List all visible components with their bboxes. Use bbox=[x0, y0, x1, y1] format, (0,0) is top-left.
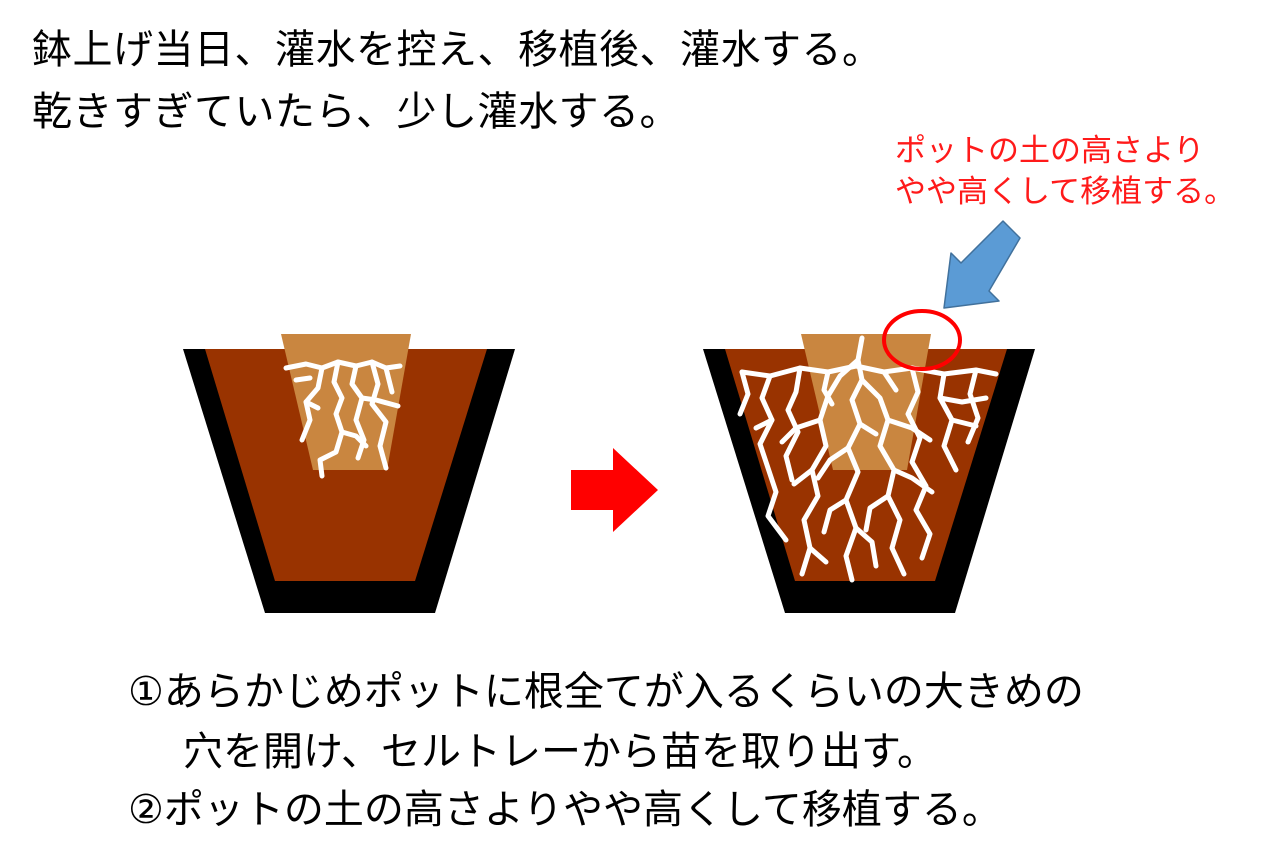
pot-before bbox=[183, 334, 515, 613]
pot-after bbox=[703, 334, 1035, 613]
pointer-arrow bbox=[943, 220, 1021, 309]
callout-line-1: ポットの土の高さより bbox=[895, 133, 1205, 169]
pot-before-roots bbox=[283, 359, 403, 479]
step-2: ②ポットの土の高さよりやや高くして移植する。 bbox=[128, 787, 1002, 833]
highlight-circle bbox=[882, 309, 962, 371]
headline-line-2: 乾きすぎていたら、少し灌水する。 bbox=[32, 89, 680, 135]
step-1-line-2: 穴を開け、セルトレーから苗を取り出す。 bbox=[183, 729, 937, 775]
callout-line-2: やや高くして移植する。 bbox=[895, 174, 1236, 210]
pot-after-roots bbox=[737, 335, 999, 583]
headline-line-1: 鉢上げ当日、灌水を控え、移植後、灌水する。 bbox=[32, 27, 883, 73]
step-1-line-1: ①あらかじめポットに根全てが入るくらいの大きめの bbox=[128, 669, 1084, 715]
transition-arrow bbox=[571, 448, 658, 532]
